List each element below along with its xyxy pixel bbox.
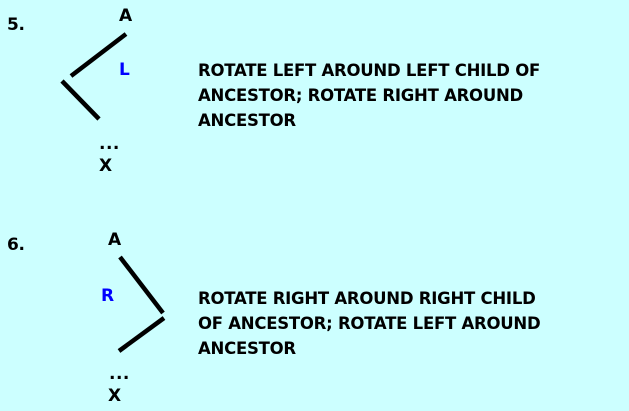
ellipsis-5: ... [99,134,120,154]
list-marker-6: 6. [7,235,25,255]
node-label-ancestor-5: A [119,6,133,26]
node-label-descendant-5: X [99,156,113,176]
edge-left-child-to-descendant [60,79,101,121]
list-item-6: 6. A R ... X ROTATE RIGHT AROUND RIGHT C… [0,220,629,411]
edge-label-right-6: R [101,286,115,306]
edge-label-left-5: L [119,60,130,80]
list-marker-5: 5. [7,15,25,35]
tree-diagram-6 [117,255,166,353]
edge-right-child-to-descendant [117,316,166,353]
edge-ancestor-to-right-child [118,255,165,315]
node-label-descendant-6: X [108,386,122,406]
description-text-5: ROTATE LEFT AROUND LEFT CHILD OF ANCESTO… [198,61,541,130]
ellipsis-6: ... [109,364,130,384]
list-item-5: 5. A L ... X ROTATE LEFT AROUND LEFT CHI… [7,6,541,176]
tree-diagram-5 [60,32,128,121]
edge-ancestor-to-left-child [69,32,128,78]
node-label-ancestor-6: A [108,230,122,250]
description-text-6: ROTATE RIGHT AROUND RIGHT CHILD OF ANCES… [198,289,541,358]
